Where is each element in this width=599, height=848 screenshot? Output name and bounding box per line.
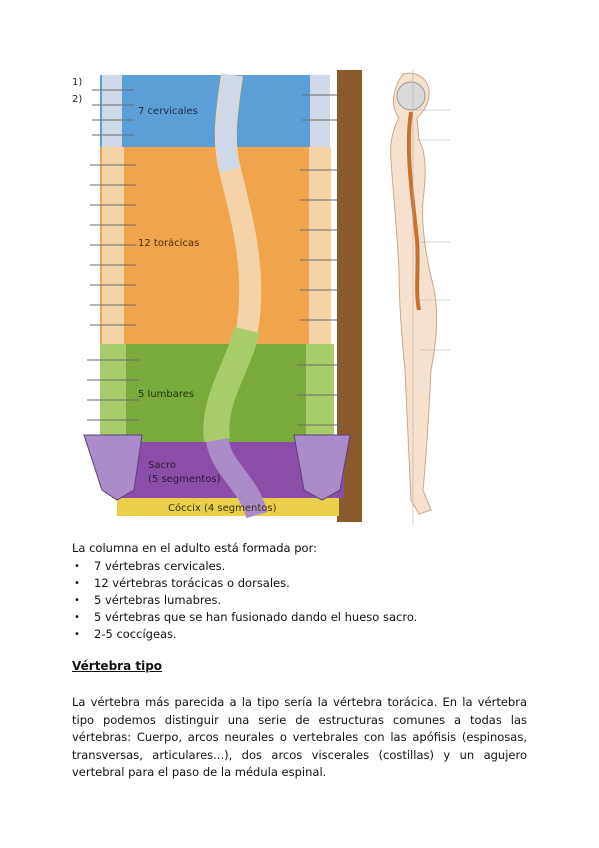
region-label-cervical: 7 cervicales — [138, 106, 198, 117]
list-item-text: 5 vértebras que se han fusionado dando e… — [94, 610, 418, 624]
region-label-lumbar: 5 lumbares — [138, 389, 194, 400]
region-sublabel-sacrum: (5 segmentos) — [148, 474, 221, 485]
list-item-text: 7 vértebras cervicales. — [94, 559, 226, 573]
list-item: • 5 vértebras que se han fusionado dando … — [72, 609, 417, 626]
intro-text: La columna en el adulto está formada por… — [72, 541, 317, 555]
lateral-view-column — [203, 73, 268, 519]
list-item: • 2-5 coccígeas. — [72, 626, 417, 643]
thoracic-band — [100, 147, 330, 344]
bullet: • — [74, 561, 80, 572]
list-item-text: 5 vértebras lumabres. — [94, 593, 222, 607]
section-heading: Vértebra tipo — [72, 659, 163, 673]
back-view-column — [293, 75, 351, 501]
list-item: • 5 vértebras lumabres. — [72, 592, 417, 609]
skull-shape — [396, 81, 426, 111]
body-paragraph: La vértebra más parecida a la tipo sería… — [72, 695, 527, 779]
vertebrae-list: • 7 vértebras cervicales. • 12 vértebras t… — [72, 558, 417, 643]
list-item-text: 2-5 coccígeas. — [94, 627, 177, 641]
corner-label-2: 2) — [72, 94, 82, 105]
region-label-sacrum: Sacro — [148, 460, 176, 471]
body-profile-svg — [375, 70, 450, 525]
region-label-thoracic: 12 torácicas — [138, 237, 199, 249]
body-profile-illustration — [375, 70, 450, 525]
bullet: • — [74, 612, 80, 623]
bullet: • — [74, 629, 80, 640]
bullet: • — [74, 578, 80, 589]
list-item: • 12 vértebras torácicas o dorsales. — [72, 575, 417, 592]
spine-line — [406, 111, 421, 311]
corner-label-1: 1) — [72, 77, 82, 88]
spine-regions-svg: 1) 2) 7 cervicales 12 torácicas 5 lumbar… — [72, 70, 362, 522]
region-label-coccyx: Cóccix (4 segmentos) — [168, 502, 277, 514]
front-view-column — [83, 75, 143, 501]
guide-lines — [412, 70, 450, 525]
coccyx-band — [117, 498, 339, 516]
list-item-text: 12 vértebras torácicas o dorsales. — [94, 576, 290, 590]
bullet: • — [74, 595, 80, 606]
list-item: • 7 vértebras cervicales. — [72, 558, 417, 575]
spine-regions-illustration: 1) 2) 7 cervicales 12 torácicas 5 lumbar… — [72, 70, 362, 522]
